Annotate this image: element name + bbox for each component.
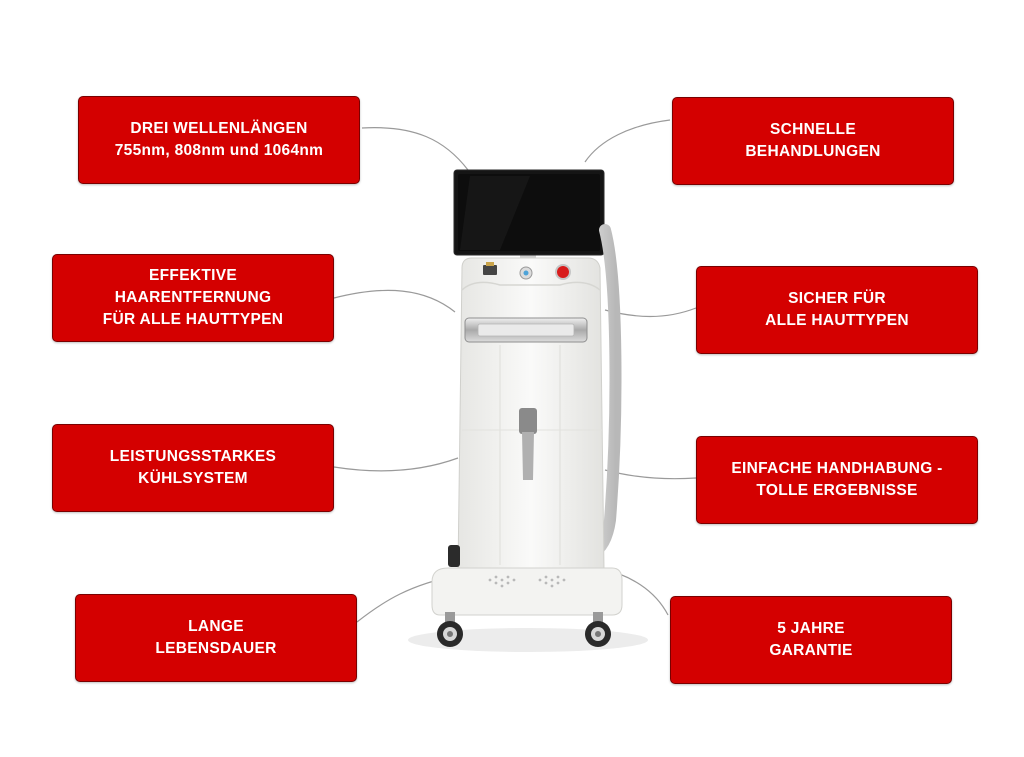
feature-box-wavelengths: DREI WELLENLÄNGEN 755nm, 808nm und 1064n… <box>78 96 360 184</box>
control-panel <box>483 262 571 280</box>
feature-text-line: LEISTUNGSSTARKES <box>109 448 277 465</box>
connector-line <box>333 457 459 472</box>
feature-text-line: EFFEKTIVE <box>149 267 237 284</box>
feature-box-easy-handling: EINFACHE HANDHABUNG - TOLLE ERGEBNISSE <box>696 436 978 524</box>
feature-text-line: DREI WELLENLÄNGEN <box>130 120 308 137</box>
feature-box-warranty: 5 JAHRE GARANTIE <box>670 596 952 684</box>
feature-text-line: KÜHLSYSTEM <box>138 470 248 487</box>
feature-text-line: HAARENTFERNUNG <box>114 289 272 306</box>
feature-text-line: BEHANDLUNGEN <box>745 143 881 160</box>
feature-text-line: GARANTIE <box>769 642 853 659</box>
connector-line <box>361 127 469 171</box>
feature-box-safe-all-skin: SICHER FÜR ALLE HAUTTYPEN <box>696 266 978 354</box>
wheels <box>437 612 611 647</box>
feature-text-line: 5 JAHRE <box>777 620 845 637</box>
feature-text-line: EINFACHE HANDHABUNG - <box>731 460 943 477</box>
feature-box-cooling-system: LEISTUNGSSTARKES KÜHLSYSTEM <box>52 424 334 512</box>
feature-text-line: LANGE <box>188 618 244 635</box>
feature-box-lifespan: LANGE LEBENSDAUER <box>75 594 357 682</box>
connector-line <box>584 119 671 163</box>
feature-text-line: SICHER FÜR <box>788 290 886 307</box>
feature-text-line: SCHNELLE <box>770 121 856 138</box>
feature-text-line: ALLE HAUTTYPEN <box>765 312 909 329</box>
feature-box-hair-removal: EFFEKTIVE HAARENTFERNUNG FÜR ALLE HAUTTY… <box>52 254 334 342</box>
feature-text-line: 755nm, 808nm und 1064nm <box>114 142 324 159</box>
feature-text-line: TOLLE ERGEBNISSE <box>756 482 918 499</box>
connector-line <box>333 289 456 313</box>
feature-text-line: FÜR ALLE HAUTTYPEN <box>102 311 284 328</box>
device-base <box>431 567 623 616</box>
feature-text-line: LEBENSDAUER <box>155 640 277 657</box>
feature-box-fast-treatments: SCHNELLE BEHANDLUNGEN <box>672 97 954 185</box>
